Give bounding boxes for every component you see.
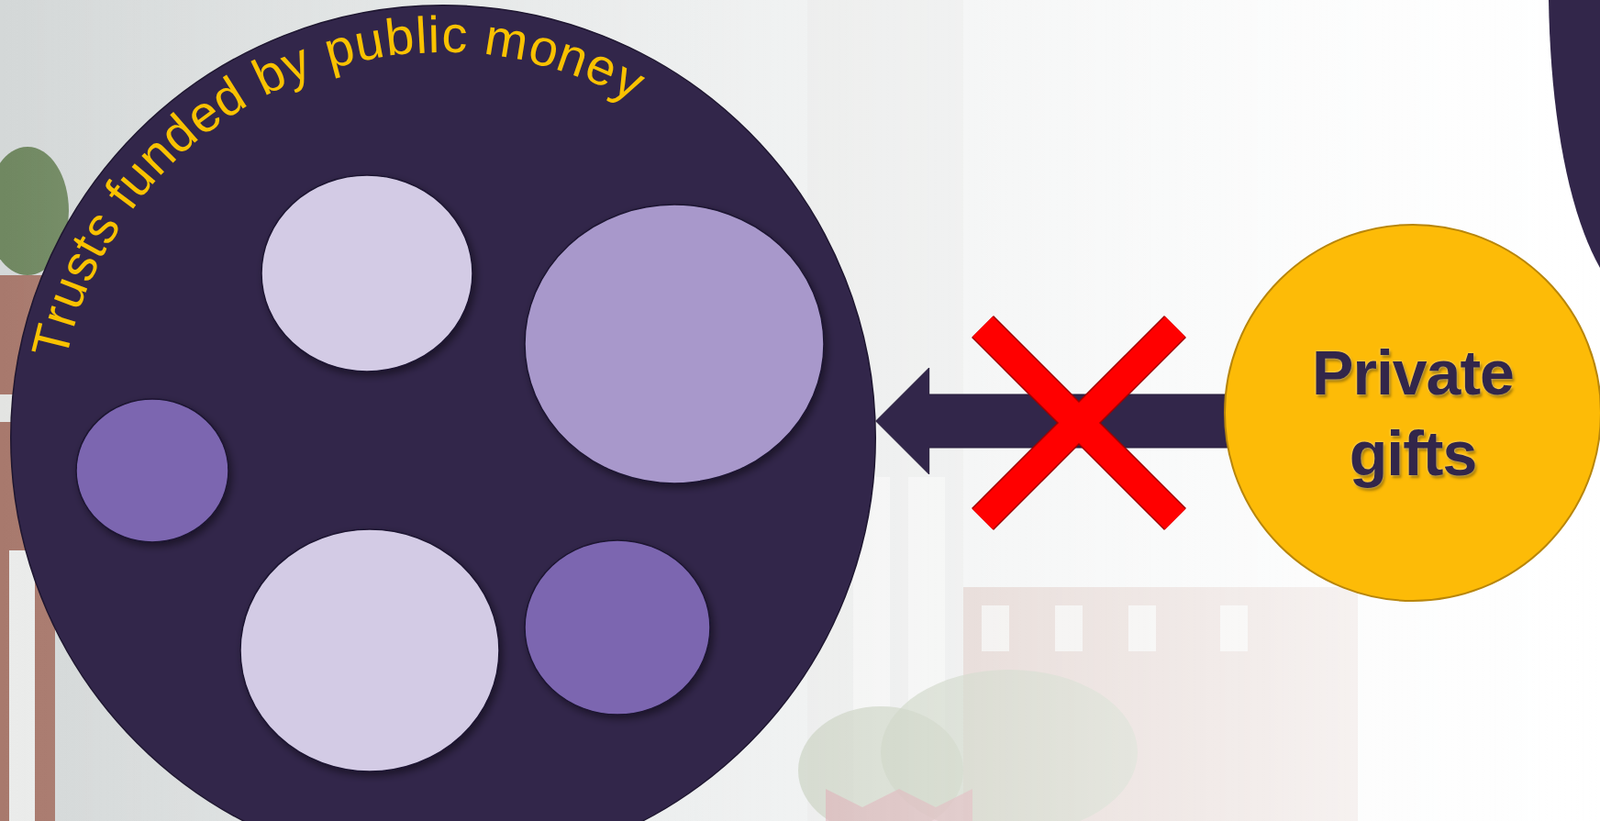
trust-bubble [240,529,500,772]
cross-stroke [982,326,1176,520]
arc-letter: s [70,202,128,252]
arc-letter: y [274,33,317,91]
window [1055,605,1083,652]
bunting [825,788,973,821]
circle-shape [11,5,877,821]
cross-stroke [982,326,1176,520]
arc-letter: f [96,175,146,218]
arc-letter: r [32,300,87,333]
node-label: Private gifts [1288,332,1537,494]
arc-letter: m [481,11,533,69]
cross-outline [982,326,1176,520]
arc-letter: e [176,85,230,145]
arc-letter: l [413,9,428,62]
arc-letter: s [50,243,109,289]
arc-letter: c [440,9,468,62]
arc-letter: e [578,38,626,98]
arc-letter: d [201,67,254,127]
cross-stroke [982,326,1176,520]
circle-outline [10,4,877,821]
tree [880,669,1138,821]
gift-circle: Private gifts [1223,223,1600,602]
circle-shape [1224,224,1600,601]
text-box: Private gifts [1223,223,1600,602]
arc-letter: n [551,27,596,86]
brick-building [963,587,1358,821]
tree [798,706,964,821]
arc-letter [466,10,486,63]
arc-letter: b [382,10,417,65]
corner-shape [1548,0,1600,268]
circle-outline [1223,223,1600,602]
window [1220,605,1248,652]
column [9,550,35,821]
flow-arrow [876,367,1247,475]
trust-bubble [76,399,229,543]
arc-letter: p [318,20,360,78]
arc-heading: Trusts funded by public money [10,4,877,821]
window [981,605,1010,652]
arc-letter: T [22,320,81,364]
arc-letter: t [62,227,115,265]
arc-letter: n [127,126,185,184]
arc-letter [86,188,137,230]
window [1128,605,1156,652]
arc-letter: y [605,51,653,110]
arc-letter [301,28,332,82]
arc-letter [229,59,267,112]
cross [982,326,1176,520]
trust-bubble [524,204,824,484]
arc-letter: u [38,269,97,315]
trust-circle: Trusts funded by public money [10,4,877,821]
arc-letter: u [350,13,389,70]
arc-letter: b [244,44,293,104]
arc-letter: i [427,9,441,61]
arc-letter: u [106,150,165,206]
arc-letter: o [523,19,565,77]
trust-bubble [524,540,711,715]
trust-bubble [261,175,473,372]
arc-letter: d [151,105,207,164]
column [908,477,945,821]
cross-stroke [982,326,1176,520]
